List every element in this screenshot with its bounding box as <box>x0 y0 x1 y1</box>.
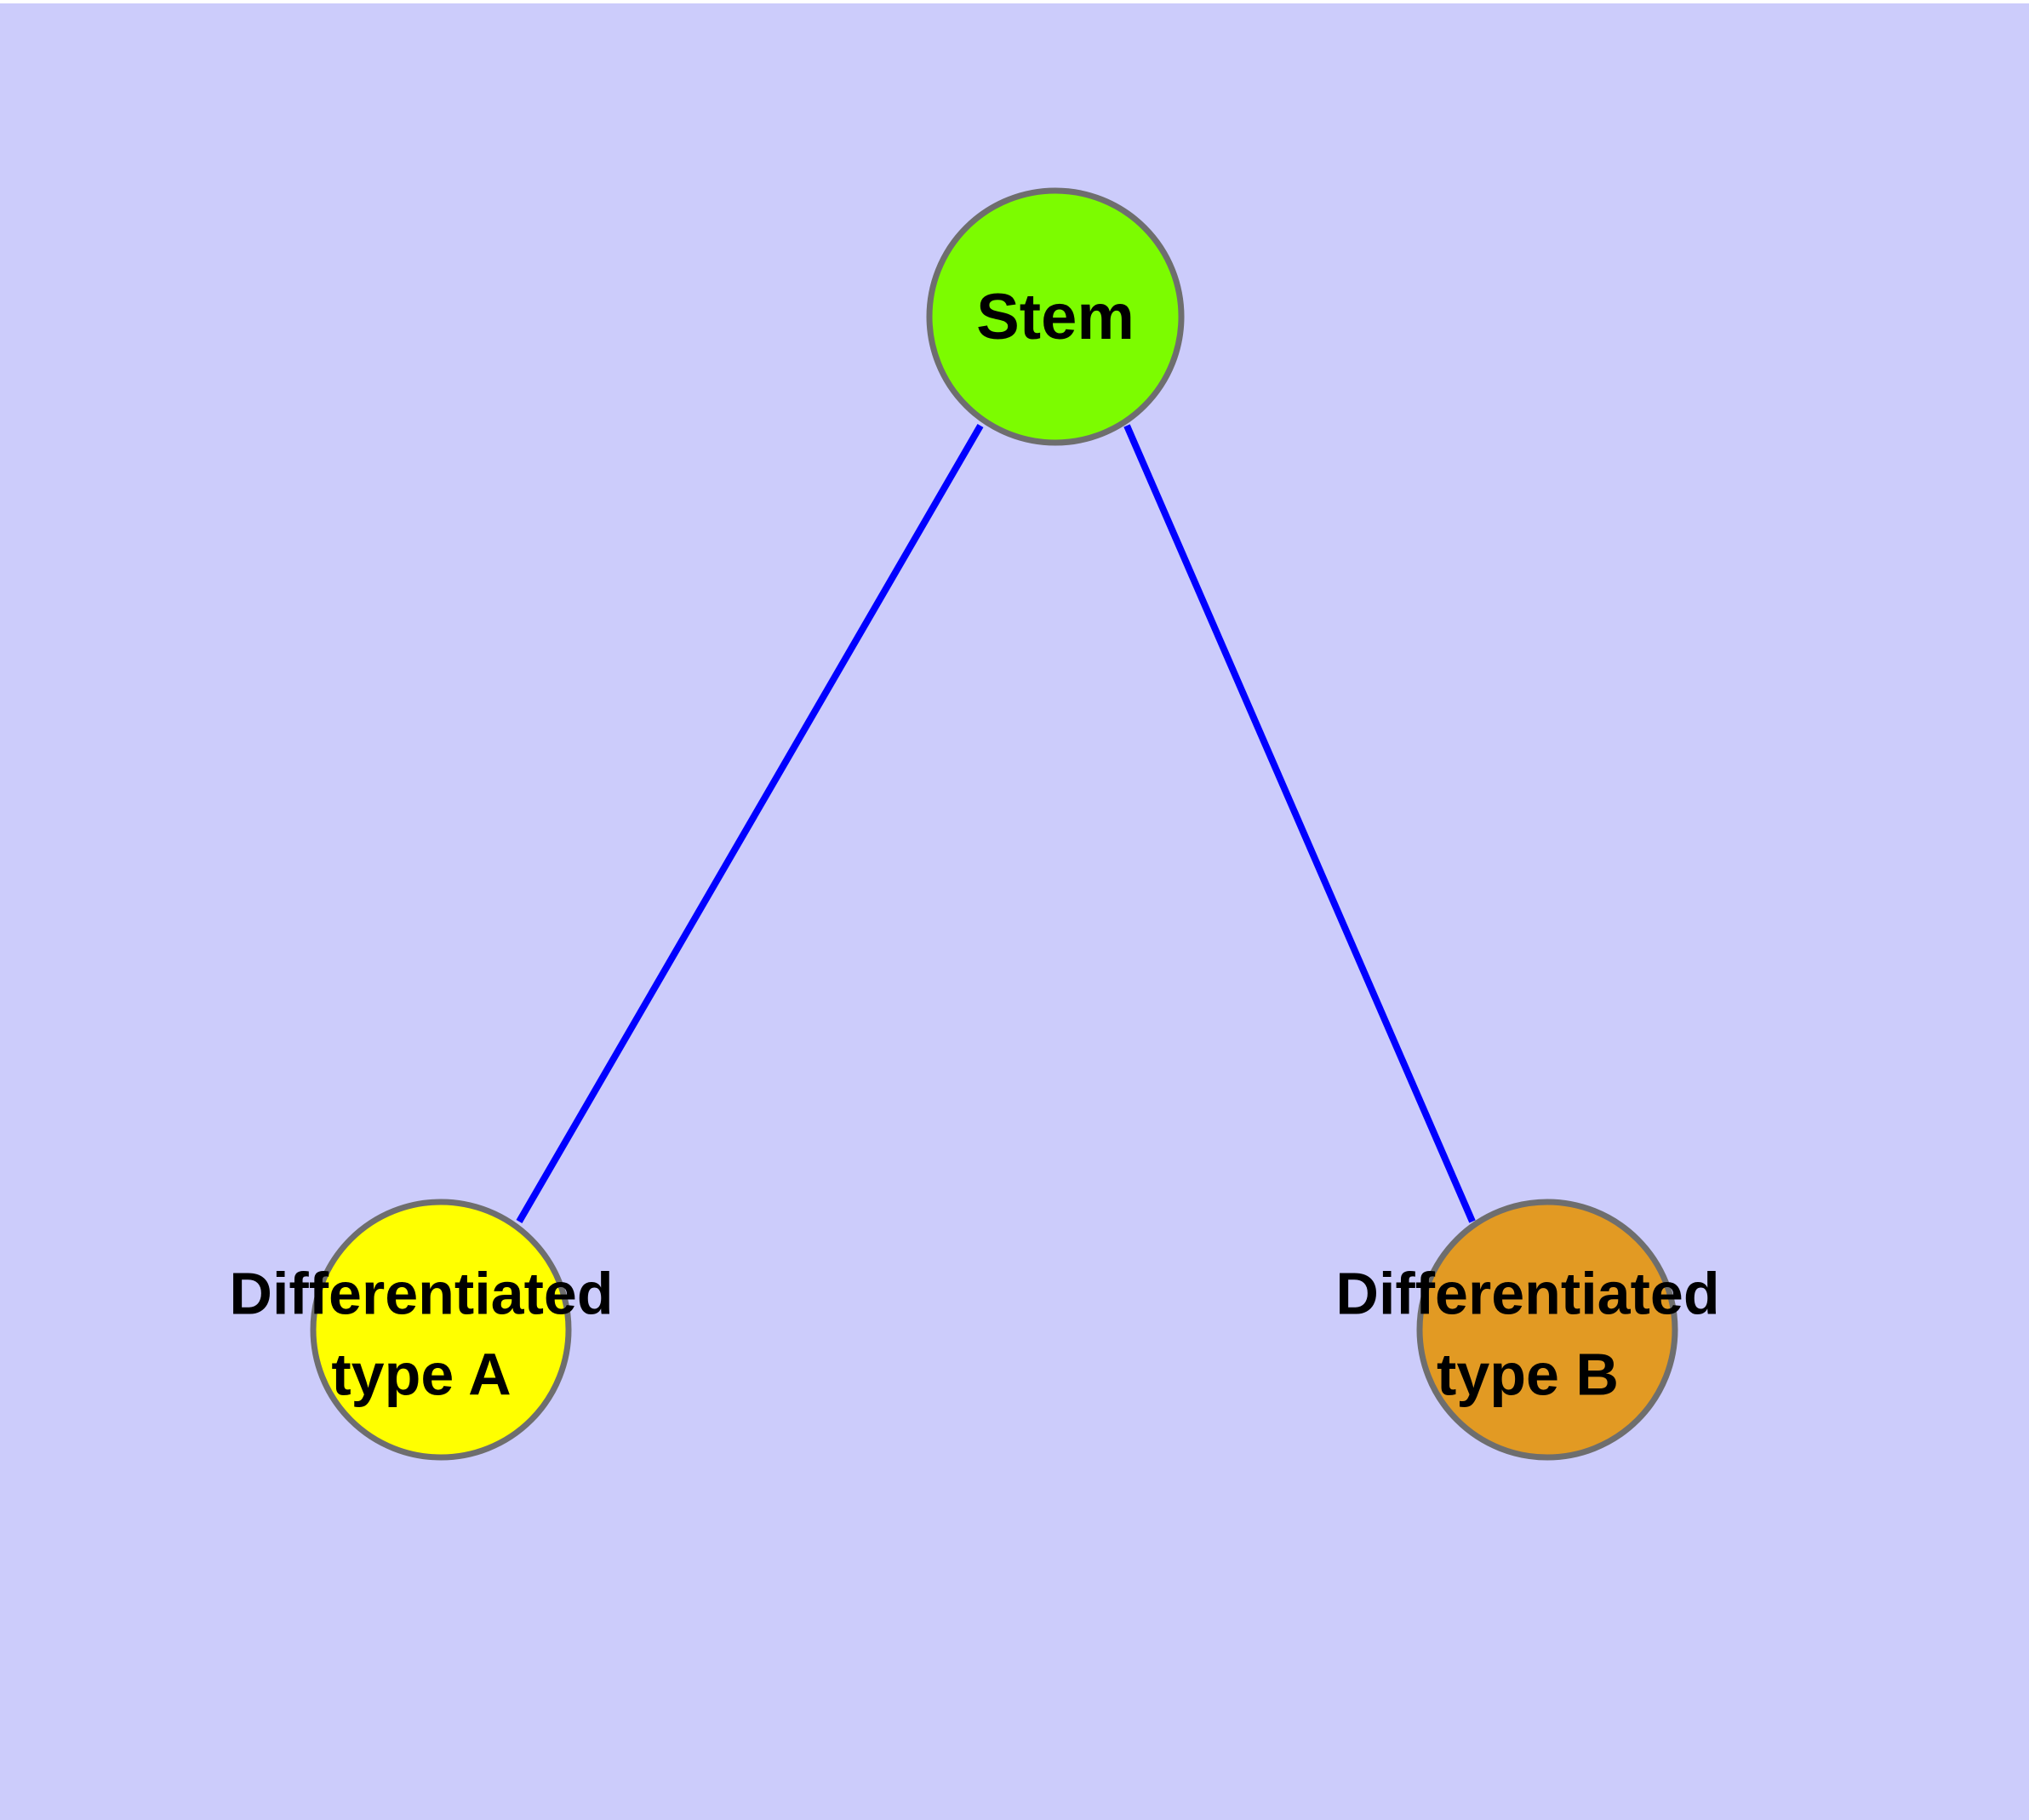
node-stem[interactable]: Stem <box>926 187 1185 446</box>
node-label-differentiated-type-b-line2: type B <box>1437 1341 1619 1407</box>
node-label-differentiated-type-a-line1: Differentiated <box>229 1260 613 1326</box>
edge-stem-to-differentiated-type-a <box>516 423 984 1224</box>
node-label-stem: Stem <box>976 281 1135 353</box>
edge-stem-to-differentiated-type-b <box>1123 424 1476 1223</box>
node-label-group-differentiated-type-b: Differentiated type B <box>1335 1260 1719 1407</box>
node-label-differentiated-type-b-line1: Differentiated <box>1335 1260 1719 1326</box>
node-differentiated-type-a[interactable] <box>310 1199 572 1461</box>
node-label-group-differentiated-type-a: Differentiated type A <box>229 1260 613 1407</box>
node-circle-differentiated-type-a[interactable] <box>310 1199 572 1461</box>
node-circle-stem[interactable] <box>926 187 1185 446</box>
node-differentiated-type-b[interactable] <box>1416 1199 1678 1461</box>
node-circle-differentiated-type-b[interactable] <box>1416 1199 1678 1461</box>
node-label-differentiated-type-a-line2: type A <box>331 1341 511 1407</box>
